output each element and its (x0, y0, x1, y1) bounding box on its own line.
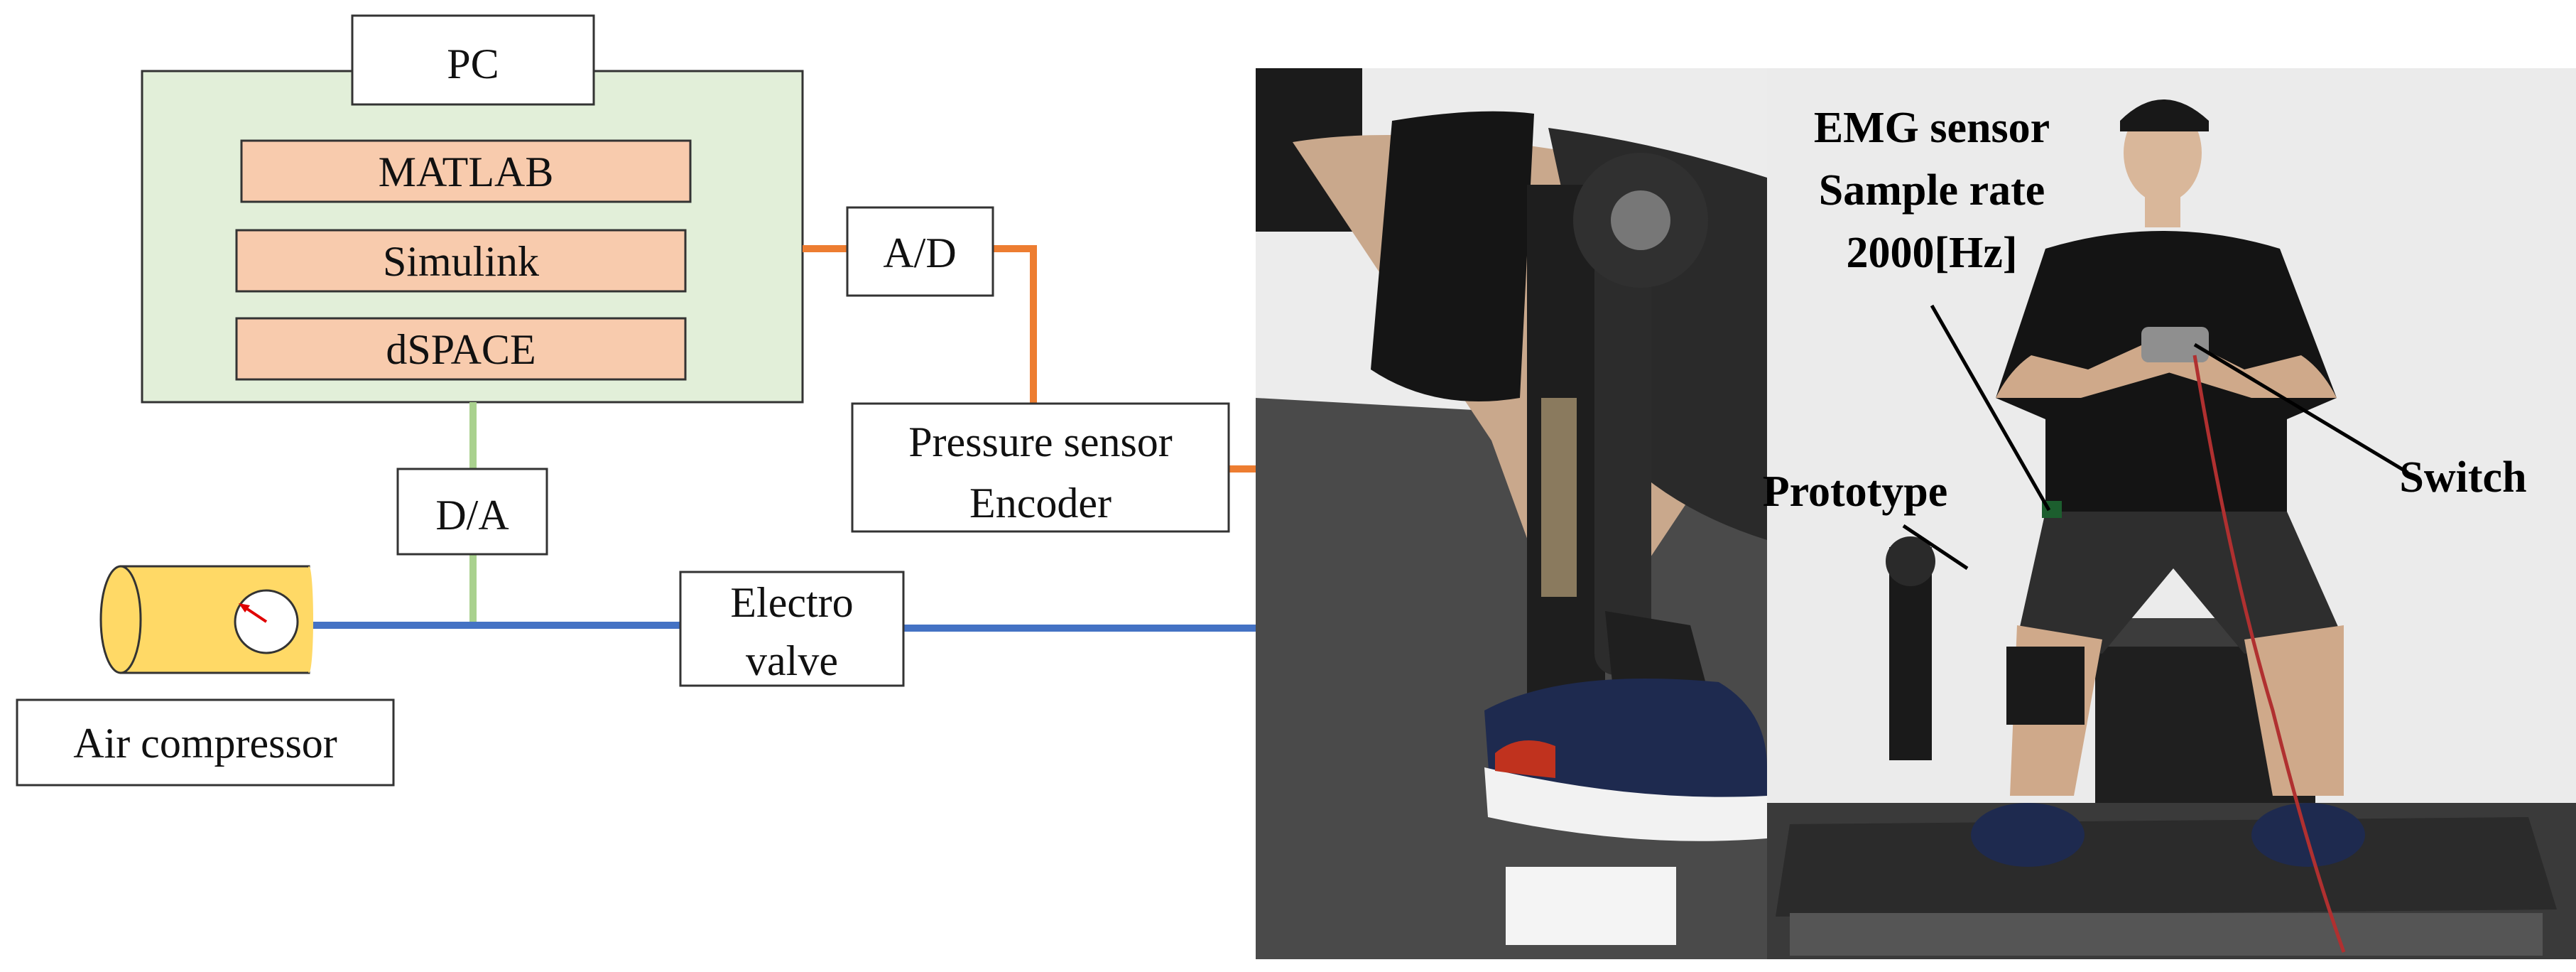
seated-subject-photo (1767, 68, 2576, 959)
prototype-pointer-line (1902, 524, 1969, 571)
prototype-label: Prototype (1763, 468, 1948, 516)
simulink-box (235, 229, 687, 293)
ad-box (846, 206, 994, 297)
emg-label-line2: Sample rate (1819, 166, 2045, 215)
sensor-label-line2: Encoder (969, 480, 1112, 526)
dspace-box (235, 317, 687, 381)
sensor-label-line1: Pressure sensor (908, 418, 1173, 465)
air-compressor-icon (99, 565, 313, 674)
valve-box (679, 571, 905, 687)
compressor-label: Air compressor (73, 720, 337, 767)
valve-label-line2: valve (746, 637, 838, 684)
emg-label-line3: 2000[Hz] (1846, 229, 2017, 277)
simulink-label: Simulink (383, 238, 539, 285)
valve-label-line1: Electro (730, 579, 853, 626)
compressor-box (16, 698, 395, 787)
ad-label: A/D (883, 230, 956, 276)
emg-label-line1: EMG sensor (1814, 104, 2050, 152)
sensor-box (851, 402, 1230, 533)
switch-label: Switch (2399, 453, 2526, 502)
signal-line-ad-sensor (993, 245, 1037, 404)
matlab-label: MATLAB (379, 148, 554, 195)
dspace-label: dSPACE (386, 326, 536, 373)
emg-pointer-line (1930, 304, 2051, 512)
da-label: D/A (435, 492, 509, 539)
switch-pointer-line (2193, 342, 2409, 475)
pc-label: PC (447, 40, 499, 87)
knee-exoskeleton-photo (1256, 68, 1767, 959)
matlab-box (240, 139, 692, 203)
pc-title-box (351, 14, 595, 106)
da-box (396, 468, 548, 556)
